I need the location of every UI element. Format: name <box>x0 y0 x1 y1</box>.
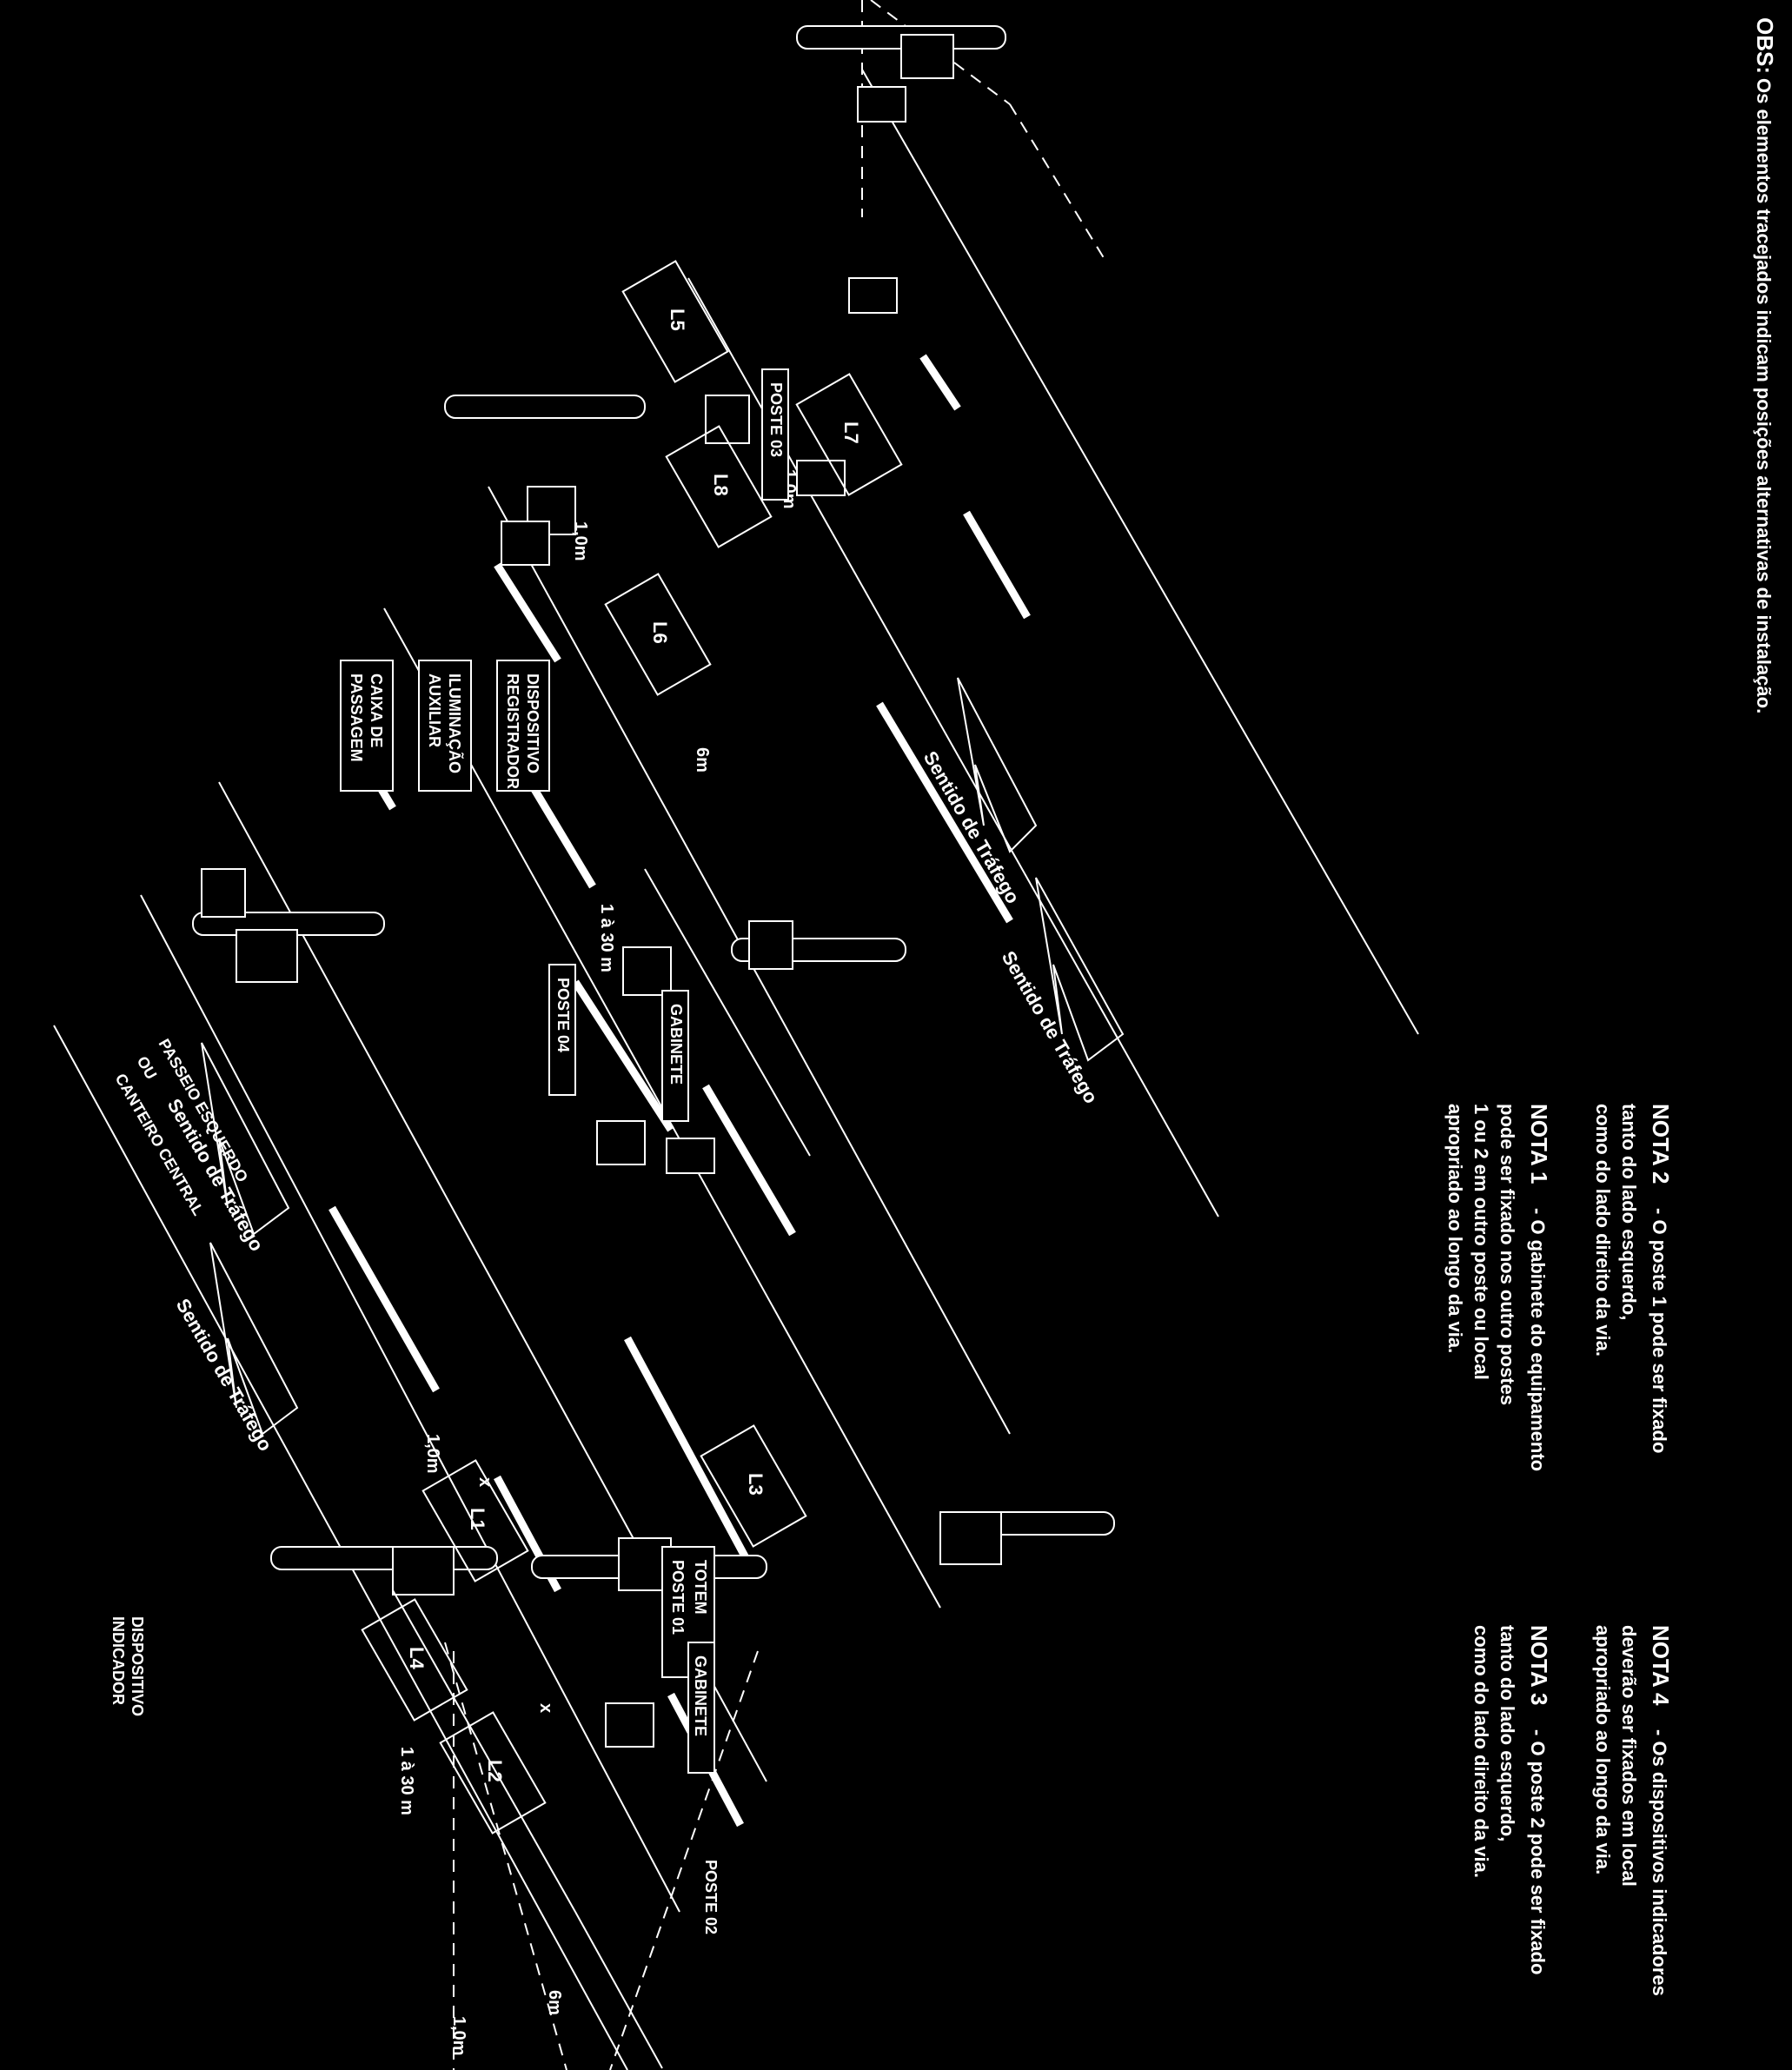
nota1-title: NOTA 1 <box>1526 1104 1552 1184</box>
lane-label: L1 <box>467 1508 488 1530</box>
box <box>201 868 246 918</box>
label-box <box>496 660 550 792</box>
poles <box>192 25 1115 1579</box>
box <box>622 946 672 996</box>
box <box>848 277 898 314</box>
obs-text: Os elementos tracejados indicam posições… <box>1753 78 1775 713</box>
nota2-text: tanto do lado esquerdo, <box>1618 1104 1640 1320</box>
dimension-labels: 1 à 30 m 1 à 30 m 6m 6m 1,0m 1,0m 1,0m 1… <box>397 469 799 2056</box>
nota4-text: apropriado ao longo da via. <box>1592 1625 1614 1874</box>
lane-label: L8 <box>710 474 732 496</box>
arrow-icon <box>209 1242 299 1436</box>
box <box>392 1546 455 1596</box>
nota1-text: pode ser fixado nos outro postes <box>1497 1104 1518 1405</box>
nota1-text: - O gabinete do equipamento <box>1527 1208 1549 1471</box>
nota2-text: como do lado direito da via. <box>1592 1104 1614 1357</box>
totem-label: TOTEM <box>692 1560 709 1615</box>
nota4-text: deverão ser fixados em local <box>1618 1625 1640 1887</box>
arrow-icon <box>201 1042 290 1236</box>
caixa-label: PASSAGEM <box>348 673 365 762</box>
nota3-text: tanto do lado esquerdo, <box>1497 1625 1518 1841</box>
poste-label: POSTE 01 <box>669 1560 687 1635</box>
pole-03 <box>444 395 646 419</box>
lane-label: L6 <box>649 621 671 644</box>
box <box>900 34 954 79</box>
label-box <box>761 368 789 501</box>
gabinete-label: GABINETE <box>667 1004 685 1085</box>
box <box>748 920 793 970</box>
dimension-spacing: 1,0m <box>449 2016 468 2056</box>
callout-boxes <box>340 368 789 1774</box>
label-box <box>687 1642 715 1774</box>
nota3-text: como do lado direito da via. <box>1470 1625 1492 1878</box>
lane-label: L3 <box>745 1473 767 1496</box>
box <box>857 86 906 123</box>
box <box>605 1702 654 1748</box>
dimension-long: 1 à 30 m <box>597 904 616 972</box>
equipment-boxes <box>201 34 1002 1748</box>
nota4-title: NOTA 4 <box>1648 1625 1674 1706</box>
traffic-arrows <box>201 677 1125 1436</box>
registrador-label: REGISTRADOR <box>504 673 521 789</box>
gabinete-box <box>236 929 298 983</box>
obs-title: OBS: <box>1752 17 1778 74</box>
lane-loops <box>361 260 903 1834</box>
box <box>501 521 550 566</box>
lane-label: L5 <box>667 309 688 331</box>
nota1-text: apropriado ao longo da via. <box>1444 1104 1466 1353</box>
nota2-text: - O poste 1 pode ser fixado <box>1649 1208 1670 1453</box>
label-box <box>548 964 576 1096</box>
lane-label: L4 <box>406 1647 428 1669</box>
dimension-spacing: 1,0m <box>423 1434 442 1474</box>
label-box <box>418 660 472 792</box>
nota3-title: NOTA 3 <box>1526 1625 1552 1705</box>
traffic-label: Sentido de Tráfego <box>919 747 1025 907</box>
traffic-label: Sentido de Tráfego <box>998 947 1103 1107</box>
caixa-label: CAIXA DE <box>368 673 385 747</box>
box <box>796 460 846 496</box>
traffic-label: Sentido de Tráfego <box>172 1295 277 1455</box>
dimension-x: x <box>536 1703 555 1713</box>
arrow-icon <box>957 677 1038 853</box>
dimension-long: 1 à 30 m <box>397 1747 416 1815</box>
notes: NOTA 1 - O gabinete do equipamento pode … <box>1444 17 1778 1996</box>
dimension-six: 6m <box>693 747 712 773</box>
poste-label: POSTE 04 <box>554 978 572 1052</box>
label-box <box>340 660 394 792</box>
iluminacao-label: ILUMINAÇÃO <box>446 673 464 773</box>
nota4-text: - Os dispositivos indicadores <box>1649 1729 1670 1996</box>
dimension-x: x <box>475 1477 494 1487</box>
callout-labels: POSTE 03 GABINETE POSTE 04 TOTEM POSTE 0… <box>348 382 785 1934</box>
dimension-spacing: 1,0m <box>571 521 590 561</box>
gabinete-label: GABINETE <box>692 1655 709 1736</box>
lane-label: L7 <box>840 421 862 444</box>
registrador-label: DISPOSITIVO <box>524 673 541 773</box>
rotated-drawing: L1 L2 L3 L4 L5 L6 L7 L8 1 à 30 m 1 à 30 … <box>53 0 1778 2070</box>
indicador-label: DISPOSITIVO <box>129 1616 146 1716</box>
alternate-position-lines <box>444 0 1106 2070</box>
box <box>596 1120 646 1165</box>
dimension-lines <box>392 868 811 2069</box>
poste-label: POSTE 03 <box>767 382 785 457</box>
arrow-icon <box>1035 877 1125 1062</box>
iluminacao-label: AUXILIAR <box>426 673 443 747</box>
nota1-text: 1 ou 2 em outro poste ou local <box>1470 1104 1492 1380</box>
road-edges <box>53 69 1419 2070</box>
box <box>705 395 750 444</box>
poste-label: POSTE 02 <box>702 1860 720 1934</box>
box <box>666 1138 715 1174</box>
indicador-label: INDICADOR <box>110 1616 127 1705</box>
label-box <box>661 990 689 1122</box>
dimension-six: 6m <box>545 1990 564 2015</box>
nota3-text: - O poste 2 pode ser fixado <box>1527 1729 1549 1974</box>
lane-labels: L1 L2 L3 L4 L5 L6 L7 L8 <box>406 309 862 1782</box>
pole-bottom <box>270 1546 498 1570</box>
nota2-title: NOTA 2 <box>1648 1104 1674 1184</box>
ou-label: OU <box>134 1053 161 1082</box>
gabinete-box <box>939 1511 1002 1565</box>
